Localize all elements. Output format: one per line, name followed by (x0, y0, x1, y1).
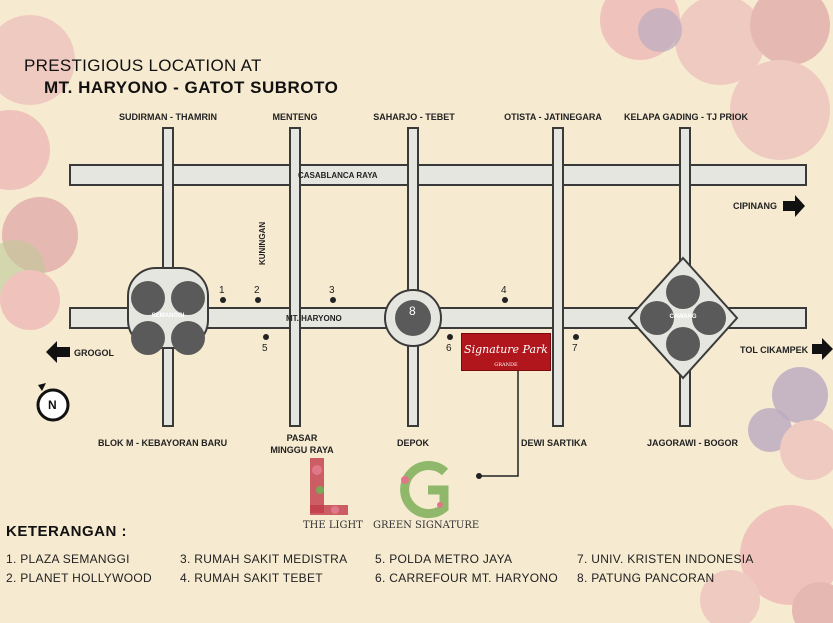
marker-4: 4 (501, 285, 507, 296)
label-dewi-sartika: DEWI SARTIKA (521, 438, 587, 448)
label-sudirman: SUDIRMAN - THAMRIN (119, 112, 217, 122)
label-depok: DEPOK (396, 438, 430, 448)
label-kelapa-gading: KELAPA GADING - TJ PRIOK (623, 112, 749, 122)
signature-park-location: Signature Park GRANDE (461, 333, 551, 371)
cawang-interchange (627, 256, 739, 380)
marker-8: 8 (409, 304, 416, 318)
label-menteng: MENTENG (272, 112, 318, 122)
logo-light-text: THE LIGHT (303, 520, 363, 531)
marker-1: 1 (219, 285, 225, 296)
marker-3: 3 (329, 285, 335, 296)
road-kuningan (289, 127, 301, 427)
legend-title: KETERANGAN : (6, 523, 127, 540)
marker-5: 5 (262, 343, 268, 354)
label-grogol: GROGOL (74, 348, 114, 358)
legend-item-3: 3. RUMAH SAKIT MEDISTRA (180, 552, 348, 566)
legend-item-7: 7. UNIV. KRISTEN INDONESIA (577, 552, 754, 566)
label-cikampek: TOL CIKAMPEK (740, 345, 809, 355)
label-jagorawi: JAGORAWI - BOGOR (647, 438, 739, 448)
logo-green-signature (400, 461, 449, 519)
logo-green-text: GREEN SIGNATURE (373, 520, 480, 531)
header-line-1: PRESTIGIOUS LOCATION AT (24, 56, 262, 75)
label-otista: OTISTA - JATINEGARA (504, 112, 602, 122)
label-kuningan: KUNINGAN (258, 221, 267, 265)
road-casablanca (69, 164, 807, 186)
legend-item-5: 5. POLDA METRO JAYA (375, 552, 513, 566)
label-blok-m: BLOK M - KEBAYORAN BARU (98, 438, 228, 448)
signature-brand: Signature Park (464, 343, 548, 356)
road-saharjo (407, 127, 419, 427)
label-cawang: CAWANG (669, 314, 697, 320)
label-casablanca: CASABLANCA RAYA (298, 171, 378, 180)
legend-item-6: 6. CARREFOUR MT. HARYONO (375, 571, 558, 585)
semanggi-interchange (127, 267, 209, 355)
logo-the-light (310, 458, 348, 515)
legend-item-8: 8. PATUNG PANCORAN (577, 571, 715, 585)
header-line-2: MT. HARYONO - GATOT SUBROTO (44, 78, 339, 97)
pancoran-roundabout (384, 289, 442, 347)
label-semanggi: SEMANGGI (151, 313, 185, 319)
compass-label: N (48, 398, 57, 412)
legend-item-2: 2. PLANET HOLLYWOOD (6, 571, 152, 585)
label-cipinang: CIPINANG (733, 201, 778, 211)
marker-2: 2 (254, 285, 260, 296)
legend-item-1: 1. PLAZA SEMANGGI (6, 552, 130, 566)
marker-7: 7 (572, 343, 578, 354)
signature-sub: GRANDE (494, 362, 518, 368)
legend-item-4: 4. RUMAH SAKIT TEBET (180, 571, 323, 585)
label-pasar-minggu: PASAR MINGGU RAYA (270, 433, 334, 455)
arrow-cipinang (783, 195, 805, 217)
road-otista (552, 127, 564, 427)
arrow-grogol (46, 341, 70, 363)
label-haryono: MT. HARYONO (286, 314, 342, 323)
marker-6: 6 (446, 343, 452, 354)
arrow-cikampek (812, 338, 833, 360)
compass-icon (36, 383, 70, 422)
label-saharjo: SAHARJO - TEBET (373, 112, 455, 122)
